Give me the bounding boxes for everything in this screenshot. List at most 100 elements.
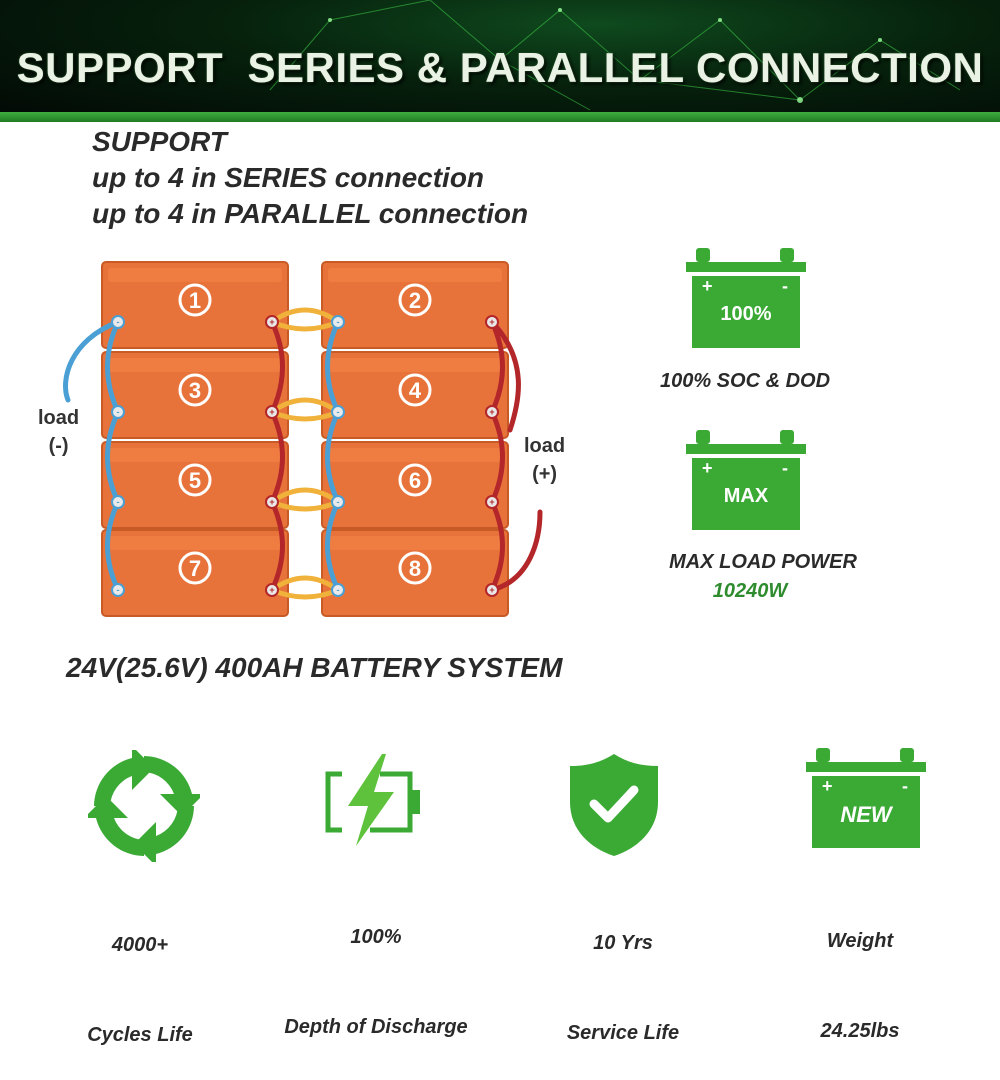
blue-cable-left-1: [105, 319, 121, 415]
red-cable-top: [489, 319, 521, 433]
battery-number-ring-7: [178, 551, 212, 585]
load-positive-label: load (+): [524, 435, 566, 485]
positive-terminal-1: [265, 315, 279, 329]
max-load-power-label: MAX LOAD POWER: [669, 551, 857, 573]
negative-terminal-3: [111, 405, 125, 419]
negative-terminal-sign-8: -: [337, 585, 340, 595]
cycles-life-text: 4000+ Cycles Life: [87, 934, 193, 1046]
battery-number-ring-4: [398, 373, 432, 407]
positive-terminal-sign-6: +: [489, 497, 494, 507]
red-cable-left-1: [269, 319, 285, 415]
battery-number-ring-1: [178, 283, 212, 317]
link-cable-2: [269, 409, 341, 422]
link-cable-4: [269, 587, 341, 600]
positive-terminal-5: [265, 495, 279, 509]
red-cable-left-3: [269, 499, 285, 593]
battery-top-4: [328, 358, 502, 372]
positive-terminal-sign-5: +: [269, 497, 274, 507]
red-cable-right-2: [489, 409, 505, 505]
load-negative-label: load (-): [38, 407, 80, 457]
negative-terminal-5: [111, 495, 125, 509]
header-banner: SUPPORT SERIES & PARALLEL CONNECTION: [0, 0, 1000, 122]
max-load-power-value: 10240W: [712, 580, 788, 602]
depth-of-discharge-text: 100% Depth of Discharge: [284, 926, 468, 1038]
shield-check-icon: [570, 754, 658, 856]
link-cable-top-2: [269, 397, 341, 415]
negative-terminal-sign-5: -: [117, 497, 120, 507]
negative-terminal-sign-3: -: [117, 407, 120, 417]
battery-max-icon: + - MAX: [686, 430, 806, 530]
positive-terminal-3: [265, 405, 279, 419]
battery-number-7: 7: [189, 556, 201, 581]
negative-terminal-sign-4: -: [337, 407, 340, 417]
svg-text:-: -: [782, 458, 788, 478]
battery-number-ring-8: [398, 551, 432, 585]
battery-4: [321, 351, 509, 439]
battery-top-1: [108, 268, 282, 282]
positive-terminal-sign-3: +: [269, 407, 274, 417]
battery-number-ring-3: [178, 373, 212, 407]
positive-terminal-sign-7: +: [269, 585, 274, 595]
link-cable-1: [269, 319, 341, 332]
blue-cable-right-1: [325, 319, 341, 415]
negative-terminal-1: [111, 315, 125, 329]
battery-number-4: 4: [409, 378, 422, 403]
support-line-2: up to 4 in SERIES connection: [92, 162, 485, 193]
negative-terminal-6: [331, 495, 345, 509]
battery-top-2: [328, 268, 502, 282]
battery-new-icon: + - NEW: [806, 748, 926, 848]
link-cable-top-3: [269, 487, 341, 505]
positive-terminal-sign-4: +: [489, 407, 494, 417]
positive-terminal-sign-8: +: [489, 585, 494, 595]
positive-terminal-2: [485, 315, 499, 329]
link-cable-top-4: [269, 575, 341, 593]
battery-top-3: [108, 358, 282, 372]
battery-top-7: [108, 536, 282, 550]
support-description: SUPPORT up to 4 in SERIES connection up …: [92, 124, 528, 232]
link-cable-3: [269, 499, 341, 512]
blue-cable-right-3: [325, 499, 341, 593]
support-line-1: SUPPORT: [92, 126, 227, 157]
negative-terminal-4: [331, 405, 345, 419]
battery-8: [321, 529, 509, 617]
positive-terminal-7: [265, 583, 279, 597]
blue-cable-right-2: [325, 409, 341, 505]
svg-text:NEW: NEW: [840, 802, 894, 827]
battery-number-3: 3: [189, 378, 201, 403]
positive-terminal-sign-1: +: [269, 317, 274, 327]
positive-terminal-sign-2: +: [489, 317, 494, 327]
negative-terminal-sign-1: -: [117, 317, 120, 327]
svg-text:-: -: [782, 276, 788, 296]
battery-6: [321, 441, 509, 529]
battery-2: [321, 261, 509, 349]
battery-5: [101, 441, 289, 529]
battery-full-icon: + - 100%: [686, 248, 806, 348]
positive-terminal-6: [485, 495, 499, 509]
load-negative-cable: [63, 319, 121, 403]
positive-terminal-4: [485, 405, 499, 419]
svg-text:-: -: [902, 776, 908, 796]
svg-text:+: +: [822, 776, 833, 796]
soc-dod-label: 100% SOC & DOD: [659, 370, 831, 392]
negative-terminal-8: [331, 583, 345, 597]
red-cable-right-3: [489, 499, 505, 593]
negative-terminal-sign-2: -: [337, 317, 340, 327]
banner-title: SUPPORT SERIES & PARALLEL CONNECTION: [16, 44, 984, 91]
battery-number-1: 1: [189, 288, 201, 313]
svg-text:+: +: [702, 276, 713, 296]
battery-number-2: 2: [409, 288, 421, 313]
load-positive-cable: [489, 509, 543, 593]
weight-text: Weight 24.25lbs: [820, 930, 900, 1042]
battery-number-ring-2: [398, 283, 432, 317]
battery-top-6: [328, 448, 502, 462]
svg-text:MAX: MAX: [724, 485, 769, 507]
recycle-icon: [88, 750, 200, 862]
battery-number-5: 5: [189, 468, 201, 493]
system-title: 24V(25.6V) 400AH BATTERY SYSTEM: [66, 652, 563, 683]
circuit-lines-decoration: [269, 0, 961, 111]
battery-top-8: [328, 536, 502, 550]
svg-text:+: +: [702, 458, 713, 478]
positive-terminal-8: [485, 583, 499, 597]
battery-number-8: 8: [409, 556, 421, 581]
